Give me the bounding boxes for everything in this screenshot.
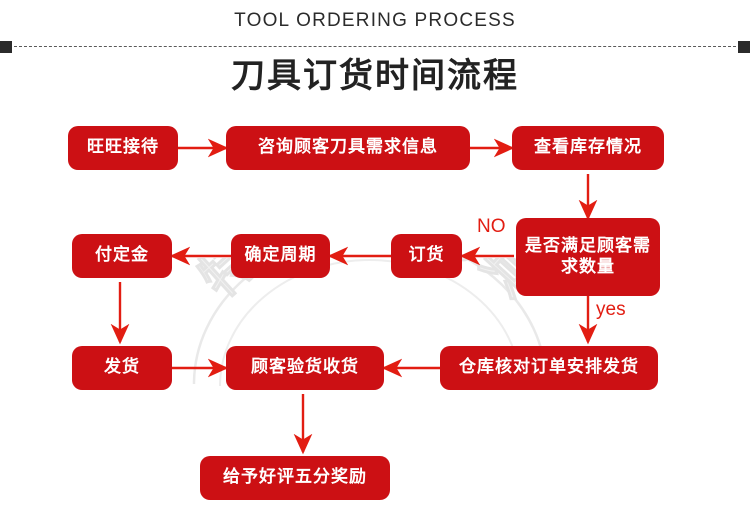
divider-cap-left (0, 41, 12, 53)
edge-label-yes: yes (596, 299, 626, 320)
node-consult-customer-tool-requirements[interactable]: 咨询顾客刀具需求信息 (226, 126, 470, 170)
divider-cap-right (738, 41, 750, 53)
node-customer-inspect-receive[interactable]: 顾客验货收货 (226, 346, 384, 390)
node-check-inventory[interactable]: 查看库存情况 (512, 126, 664, 170)
node-place-order[interactable]: 订货 (391, 234, 462, 278)
divider-line (14, 46, 736, 47)
node-decision-meets-customer-demand[interactable]: 是否满足顾客需求数量 (516, 218, 660, 296)
node-ship-goods[interactable]: 发货 (72, 346, 172, 390)
english-title: TOOL ORDERING PROCESS (234, 10, 516, 31)
node-give-five-star-review-reward[interactable]: 给予好评五分奖励 (200, 456, 390, 500)
node-confirm-cycle[interactable]: 确定周期 (231, 234, 330, 278)
edge-label-no: NO (477, 216, 506, 237)
node-wangwang-reception[interactable]: 旺旺接待 (68, 126, 178, 170)
node-warehouse-verify-arrange-shipment[interactable]: 仓库核对订单安排发货 (440, 346, 658, 390)
title-divider (0, 41, 750, 53)
page-title: 刀具订货时间流程 (231, 56, 519, 96)
node-pay-deposit[interactable]: 付定金 (72, 234, 172, 278)
